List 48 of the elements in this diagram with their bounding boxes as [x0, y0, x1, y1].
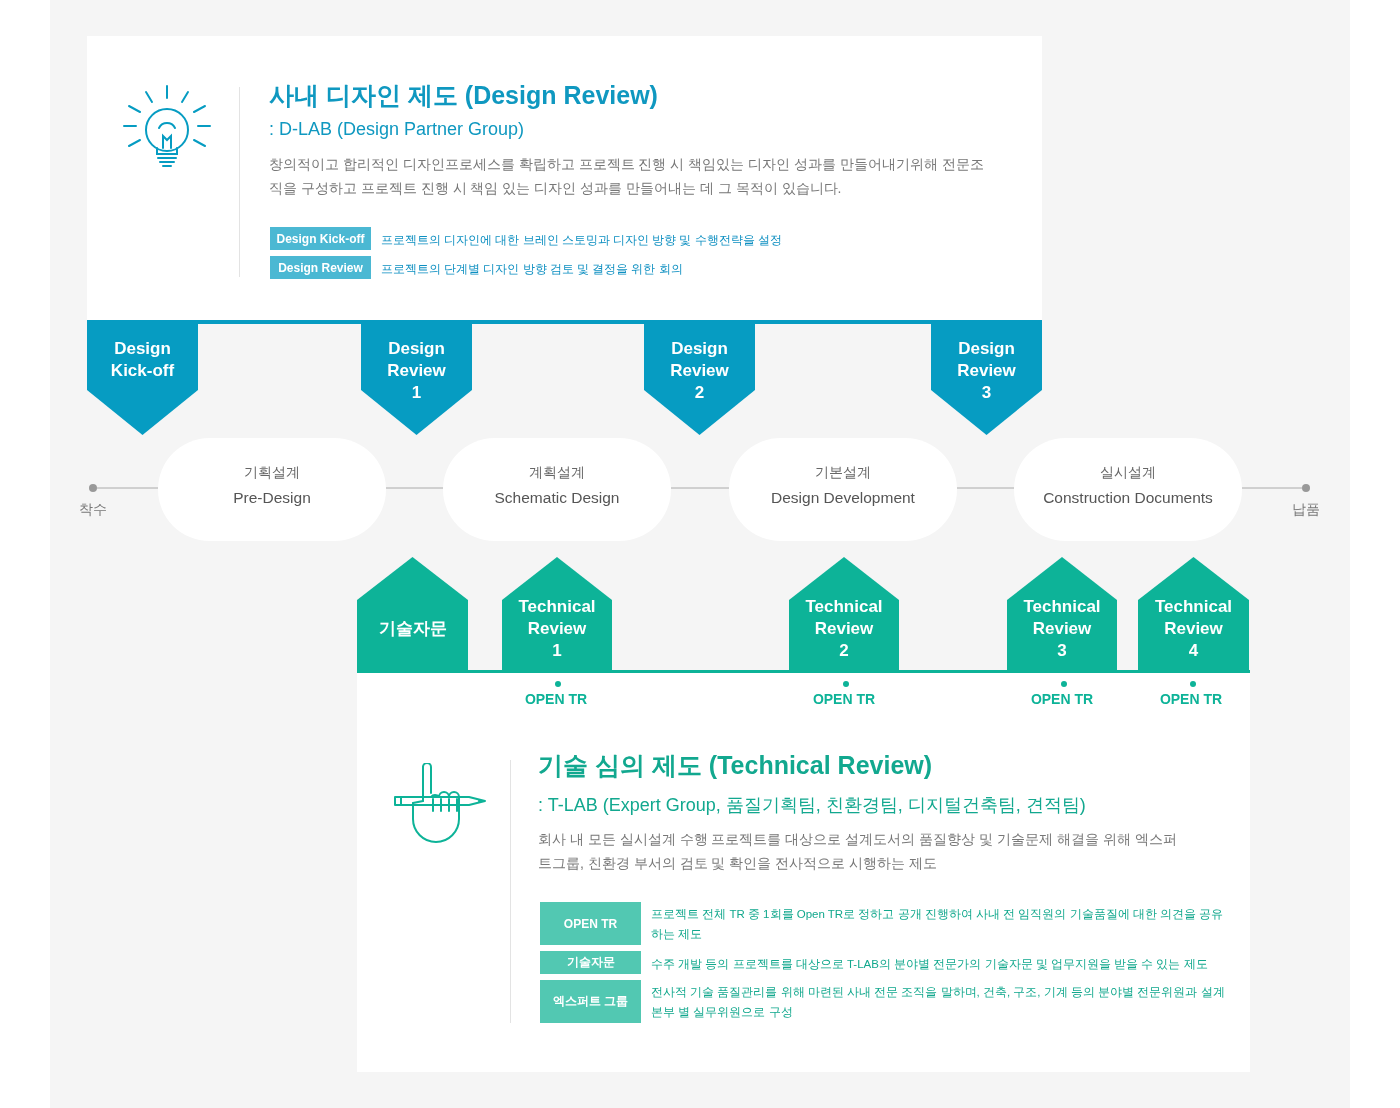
- milestone-flag: Design Kick-off: [87, 322, 198, 435]
- description-text: 전사적 기술 품질관리를 위해 마련된 사내 전문 조직을 말하며, 건축, 구조, 기계 등의 분야별 전문위원과 설계 본부 별 실무위원으로 구성: [651, 985, 1226, 1020]
- milestone-house: Technical Review 1: [502, 557, 612, 670]
- phase-name: 기본설계: [814, 463, 872, 482]
- timeline-dot: [89, 484, 97, 492]
- open-tr-label: OPEN TR: [1158, 691, 1224, 707]
- description-text: 회사 내 모든 실시설계 수행 프로젝트를 대상으로 설계도서의 품질향상 및 기술문제 해결을 위해 엑스퍼트그룹, 친환경 부서의 검토 및 확인을 전사적으로 시행하는 제도: [538, 830, 1178, 873]
- description-text: 프로젝트 전체 TR 중 1회를 Open TR로 정하고 공개 진행하여 사내 전 임직원의 기술품질에 대한 의견을 공유하는 제도: [651, 907, 1225, 942]
- description-text: 창의적이고 합리적인 디자인프로세스를 확립하고 프로젝트 진행 시 책임있는 디자인 성과를 만들어내기위해 전문조직을 구성하고 프로젝트 진행 시 책임 있는 디자인 성과를 만들어내는 데 그 목적이 있습니다.: [269, 155, 985, 198]
- milestone-flag: Design Review 1: [361, 322, 472, 435]
- phase-name: 계획설계: [528, 463, 586, 482]
- panel-subtitle: : T-LAB (Expert Group, 품질기획팀, 친환경팀, 디지털건축팀, 견적팀): [538, 794, 1087, 817]
- connector-line: [670, 487, 730, 489]
- milestone-house: 기술자문: [357, 557, 468, 670]
- panel-title: 사내 디자인 제도 (Design Review): [269, 80, 659, 110]
- tag-label: OPEN TR: [540, 902, 641, 945]
- phase-subtitle: Construction Documents: [1042, 488, 1214, 508]
- phase-subtitle: Pre-Design: [232, 488, 312, 508]
- tag-label: Design Kick-off: [270, 227, 371, 250]
- milestone-flag: Design Review 3: [931, 322, 1042, 435]
- milestone-house: Technical Review 4: [1138, 557, 1249, 670]
- timeline-dot: [1302, 484, 1310, 492]
- description-text: 프로젝트의 단계별 디자인 방향 검토 및 결정을 위한 회의: [381, 262, 684, 277]
- open-tr-label: OPEN TR: [523, 691, 589, 707]
- open-tr-label: OPEN TR: [1029, 691, 1095, 707]
- info-panel: [357, 670, 1250, 1072]
- milestone-house: Technical Review 2: [789, 557, 899, 670]
- connector-line: [96, 487, 159, 489]
- description-text: 수주 개발 등의 프로젝트를 대상으로 T-LAB의 분야별 전문가의 기술자문 및 업무지원을 받을 수 있는 제도: [651, 957, 1209, 972]
- tag-label: Design Review: [270, 256, 371, 279]
- milestone-flag: Design Review 2: [644, 322, 755, 435]
- panel-title: 기술 심의 제도 (Technical Review): [538, 750, 934, 780]
- description-text: 프로젝트의 디자인에 대한 브레인 스토밍과 디자인 방향 및 수행전략을 설정: [381, 233, 783, 248]
- phase-name: 기획설계: [243, 463, 301, 482]
- info-panel: [87, 36, 1042, 324]
- phase-subtitle: Design Development: [770, 488, 916, 508]
- phase-subtitle: Schematic Design: [493, 488, 621, 508]
- connector-line: [1241, 487, 1303, 489]
- connector-line: [956, 487, 1015, 489]
- phase-name: 실시설계: [1099, 463, 1157, 482]
- tag-label: 엑스퍼트 그룹: [540, 980, 641, 1023]
- milestone-house: Technical Review 3: [1007, 557, 1117, 670]
- open-tr-label: OPEN TR: [811, 691, 877, 707]
- tag-label: 기술자문: [540, 951, 641, 974]
- timeline-label: 납품: [1291, 501, 1321, 519]
- connector-line: [385, 487, 444, 489]
- panel-subtitle: : D-LAB (Design Partner Group): [269, 118, 526, 141]
- timeline-label: 착수: [78, 501, 108, 519]
